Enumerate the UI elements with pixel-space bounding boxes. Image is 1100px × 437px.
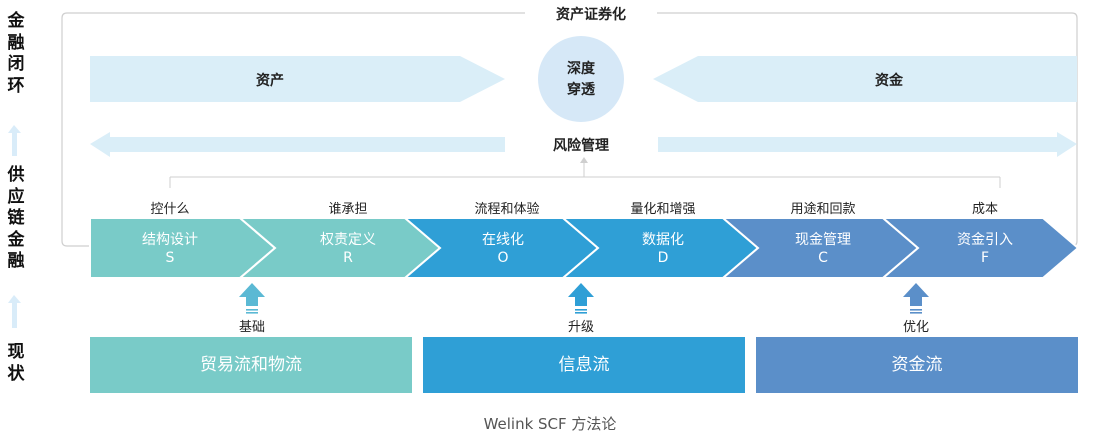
supply-chain-finance-label: 供应链金融 [7, 165, 25, 271]
chevron-shape-capital [880, 217, 1080, 279]
chevron-top-label: 谁承担 [328, 202, 368, 217]
capital-label: 资金 [875, 73, 903, 89]
methodology-caption: Welink SCF 方法论 [483, 415, 617, 433]
optimize-label: 优化 [902, 320, 929, 335]
chevron-top-label: 用途和回款 [790, 202, 856, 217]
chevron-top-label: 量化和增强 [630, 202, 696, 217]
stack-up-arrow [8, 125, 21, 328]
trade-logistics-band: 贸易流和物流 [200, 355, 302, 375]
capital-arrow [653, 56, 1077, 102]
upgrade-up-arrow [568, 283, 594, 314]
information-flow-band: 信息流 [558, 355, 610, 375]
chevron-top-label: 流程和体验 [474, 202, 540, 217]
capital-flow-band: 资金流 [891, 355, 943, 375]
asset-arrow [90, 56, 505, 102]
label-bracket [169, 160, 1001, 188]
upgrade-label: 升级 [567, 320, 594, 335]
deep-penetration-circle [538, 36, 624, 122]
foundation-up-arrow [239, 283, 265, 314]
risk-right-arrow [658, 132, 1077, 157]
asset-label: 资产 [256, 73, 284, 89]
risk-management-label: 风险管理 [553, 138, 609, 154]
capital-flow-band-shape [756, 337, 1078, 393]
risk-left-arrow [90, 132, 505, 157]
chevron-top-label: 控什么 [150, 202, 190, 217]
optimize-up-arrow [903, 283, 929, 314]
chevron-top-label: 成本 [971, 202, 998, 217]
information-flow-band-shape [423, 337, 745, 393]
closed-loop-finance-label: 金融闭环 [7, 11, 25, 96]
foundation-label: 基础 [238, 320, 265, 335]
trade-logistics-band-shape [90, 337, 412, 393]
deep-penetration-label: 深度穿透 [567, 61, 595, 98]
bracket-arrow-head [580, 157, 588, 163]
securitization-title: 资产证券化 [556, 7, 626, 23]
status-quo-label: 现状 [7, 342, 25, 384]
